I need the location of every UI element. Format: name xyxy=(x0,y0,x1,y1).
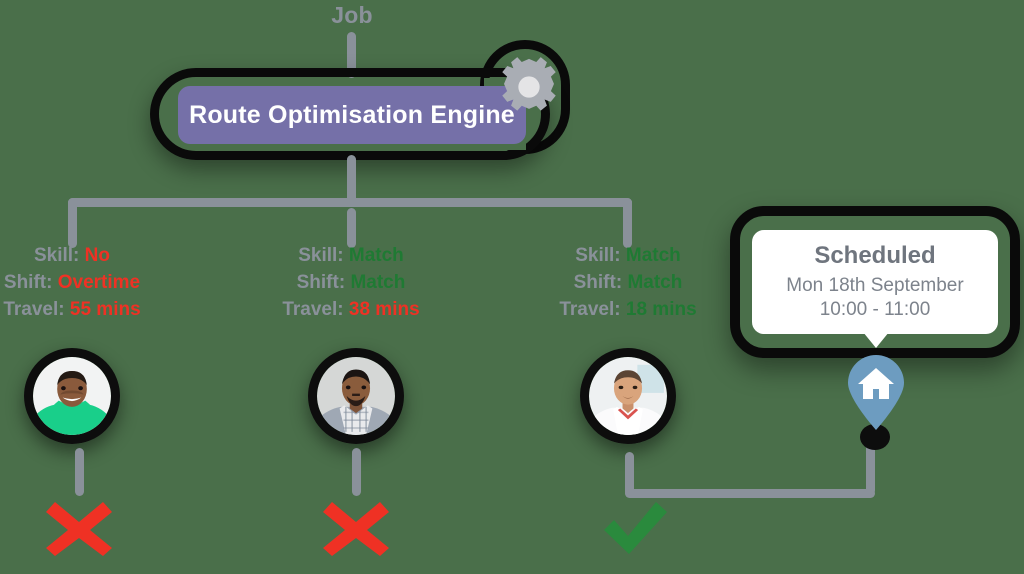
candidate-3-avatar[interactable] xyxy=(580,348,676,444)
connector-candidate-3-to-pin-left xyxy=(625,452,634,497)
candidate-1-travel-row: Travel: 55 mins xyxy=(0,298,192,321)
connector-bus-drop-left xyxy=(68,198,77,244)
candidate-3-shift-row: Shift: Match xyxy=(508,271,748,294)
candidate-1-skill-row: Skill: No xyxy=(0,244,192,267)
candidate-1-avatar[interactable] xyxy=(24,348,120,444)
travel-key: Travel: xyxy=(282,299,344,321)
connector-candidate-2-to-verdict xyxy=(352,448,361,496)
connector-bus-drop-right xyxy=(623,198,632,244)
candidate-1-travel-value: 55 mins xyxy=(69,299,141,321)
connector-to-candidate-3 xyxy=(623,222,632,248)
shift-key: Shift: xyxy=(573,272,623,294)
candidate-2-skill-value: Match xyxy=(348,245,404,266)
scheduled-title: Scheduled xyxy=(814,242,936,270)
candidate-2-travel-value: 38 mins xyxy=(348,299,420,321)
candidate-1-shift-row: Shift: Overtime xyxy=(0,271,192,294)
candidate-3-travel-row: Travel: 18 mins xyxy=(508,298,748,321)
connector-candidate-1-to-verdict xyxy=(75,448,84,496)
gear-icon xyxy=(498,56,560,118)
scheduled-card-tail xyxy=(863,332,889,348)
candidate-3-skill-row: Skill: Match xyxy=(508,244,748,267)
scheduled-card: Scheduled Mon 18th September 10:00 - 11:… xyxy=(752,230,998,334)
engine-bar: Route Optimisation Engine xyxy=(178,86,526,144)
candidate-3-travel-value: 18 mins xyxy=(625,299,697,321)
travel-key: Travel: xyxy=(559,299,621,321)
skill-key: Skill: xyxy=(33,245,80,266)
candidate-2-shift-value: Match xyxy=(350,272,406,294)
candidate-3-verdict-check-icon xyxy=(598,496,672,558)
candidate-3-shift-value: Match xyxy=(627,272,683,294)
shift-key: Shift: xyxy=(296,272,346,294)
candidate-1-shift-value: Overtime xyxy=(57,272,141,294)
candidate-1-attributes: Skill: No Shift: Overtime Travel: 55 min… xyxy=(0,244,192,326)
job-label: Job xyxy=(331,2,373,28)
connector-to-candidate-1 xyxy=(68,222,77,248)
connector-candidate-3-to-pin-right xyxy=(866,440,875,495)
candidate-3-skill-value: Match xyxy=(625,245,681,266)
candidate-2-avatar[interactable] xyxy=(308,348,404,444)
connector-bus-horizontal xyxy=(68,198,632,207)
candidate-2-travel-row: Travel: 38 mins xyxy=(231,298,471,321)
travel-key: Travel: xyxy=(3,299,65,321)
connector-to-candidate-2 xyxy=(347,208,356,248)
shift-key: Shift: xyxy=(3,272,53,294)
candidate-2-attributes: Skill: Match Shift: Match Travel: 38 min… xyxy=(231,244,471,326)
skill-key: Skill: xyxy=(575,245,621,266)
skill-key: Skill: xyxy=(298,245,344,266)
scheduled-date: Mon 18th September xyxy=(786,275,964,297)
connector-engine-to-bus xyxy=(347,155,356,205)
scheduled-outline xyxy=(730,206,1020,358)
candidate-1-verdict-cross-icon xyxy=(42,496,116,558)
candidate-2-verdict-cross-icon xyxy=(319,496,393,558)
engine-label: Route Optimisation Engine xyxy=(189,100,515,129)
candidate-2-shift-row: Shift: Match xyxy=(231,271,471,294)
candidate-3-attributes: Skill: Match Shift: Match Travel: 18 min… xyxy=(508,244,748,326)
candidate-1-skill-value: No xyxy=(84,245,110,266)
scheduled-callout: Scheduled Mon 18th September 10:00 - 11:… xyxy=(730,206,1020,358)
connector-job-to-engine xyxy=(347,32,356,78)
connector-candidate-3-to-pin-bottom xyxy=(625,489,875,498)
scheduled-time: 10:00 - 11:00 xyxy=(819,299,931,320)
candidate-2-skill-row: Skill: Match xyxy=(231,244,471,267)
home-pin-marker[interactable] xyxy=(845,355,907,431)
